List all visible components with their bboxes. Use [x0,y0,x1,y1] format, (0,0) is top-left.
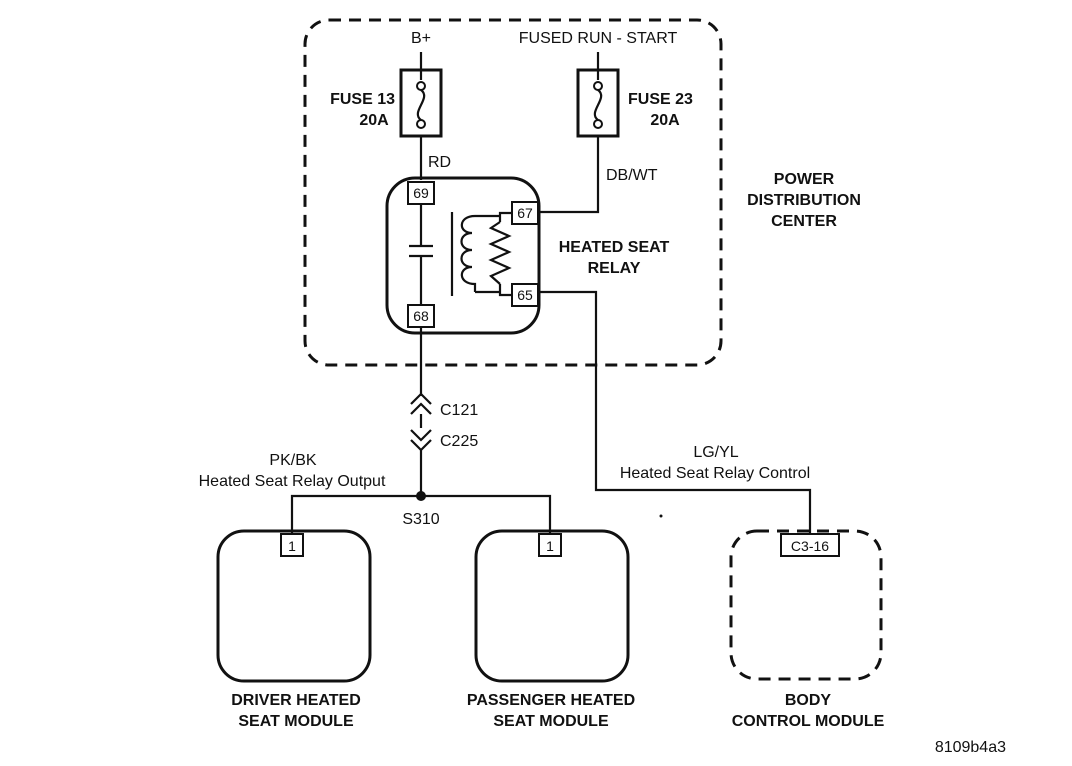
wire-db-wt-label: DB/WT [606,167,658,184]
connector-c121-label: C121 [440,402,478,419]
connector-c225-label: C225 [440,433,478,450]
fuse-23-name: FUSE 23 [628,91,693,108]
stray-mark [659,514,663,518]
passenger-module-label-1: PASSENGER HEATED [467,692,635,709]
passenger-heated-seat-module [474,529,630,683]
bcm-pin-box [780,533,840,557]
fused-run-start-label: FUSED RUN - START [519,30,678,47]
wire-lg-yl-label: LG/YL [693,444,738,461]
relay-pin-65: 65 [517,287,533,303]
pdc-label-3: CENTER [771,213,837,230]
driver-module-pin: 1 [288,538,296,554]
relay-pin-67: 67 [517,205,533,221]
body-control-module [729,529,883,681]
wire-rd-label: RD [428,154,451,171]
relay-pin-69: 69 [413,185,429,201]
relay-coil [450,211,512,297]
fuse-23 [576,52,620,138]
bcm-label-2: CONTROL MODULE [732,713,885,730]
passenger-module-pin: 1 [546,538,554,554]
driver-heated-seat-module [216,529,372,683]
fuse-13-rating: 20A [359,112,389,129]
wire-pk-bk-desc: Heated Seat Relay Output [199,473,386,490]
pdc-boundary [303,18,723,367]
fuse-13 [399,52,443,138]
relay-pin-68: 68 [413,308,429,324]
wire-db-wt [538,136,600,214]
connector-c121-c225-icon [410,392,432,496]
b-plus-label: B+ [411,30,431,47]
fuse-13-name: FUSE 13 [330,91,395,108]
passenger-module-pin-box [538,533,562,557]
driver-module-label-2: SEAT MODULE [238,713,354,730]
bcm-pin: C3-16 [791,538,829,554]
driver-module-label-1: DRIVER HEATED [231,692,361,709]
relay-contacts [409,204,433,305]
passenger-module-label-2: SEAT MODULE [493,713,609,730]
pdc-label-1: POWER [774,171,835,188]
heated-seat-relay [385,176,541,335]
wire-splice-branches [290,494,552,536]
wire-lg-yl [538,290,812,536]
relay-label-1: HEATED SEAT [559,239,670,256]
fuse-23-rating: 20A [650,112,680,129]
pdc-label-2: DISTRIBUTION [747,192,861,209]
figure-id: 8109b4a3 [935,739,1006,756]
driver-module-pin-box [280,533,304,557]
wire-pk-bk-label: PK/BK [269,452,316,469]
wire-lg-yl-desc: Heated Seat Relay Control [620,465,810,482]
relay-label-2: RELAY [588,260,641,277]
bcm-label-1: BODY [785,692,832,709]
splice-s310-label: S310 [402,511,439,528]
